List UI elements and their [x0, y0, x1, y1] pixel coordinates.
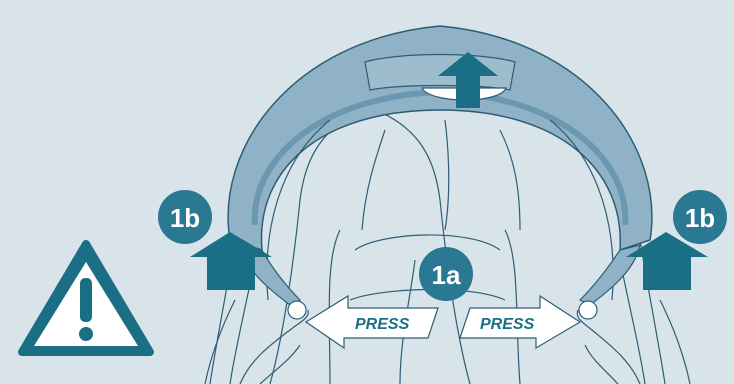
release-button-left[interactable]: [288, 301, 306, 319]
step-badge-left: 1b: [158, 190, 212, 244]
step-badge-left-label: 1b: [170, 203, 200, 233]
press-label-left: PRESS: [355, 316, 410, 333]
step-badge-right: 1b: [673, 190, 727, 244]
step-badge-right-label: 1b: [685, 203, 715, 233]
release-button-right[interactable]: [579, 301, 597, 319]
step-badge-center: 1a: [419, 247, 473, 301]
step-badge-center-label: 1a: [432, 260, 461, 290]
press-label-right: PRESS: [480, 316, 535, 333]
